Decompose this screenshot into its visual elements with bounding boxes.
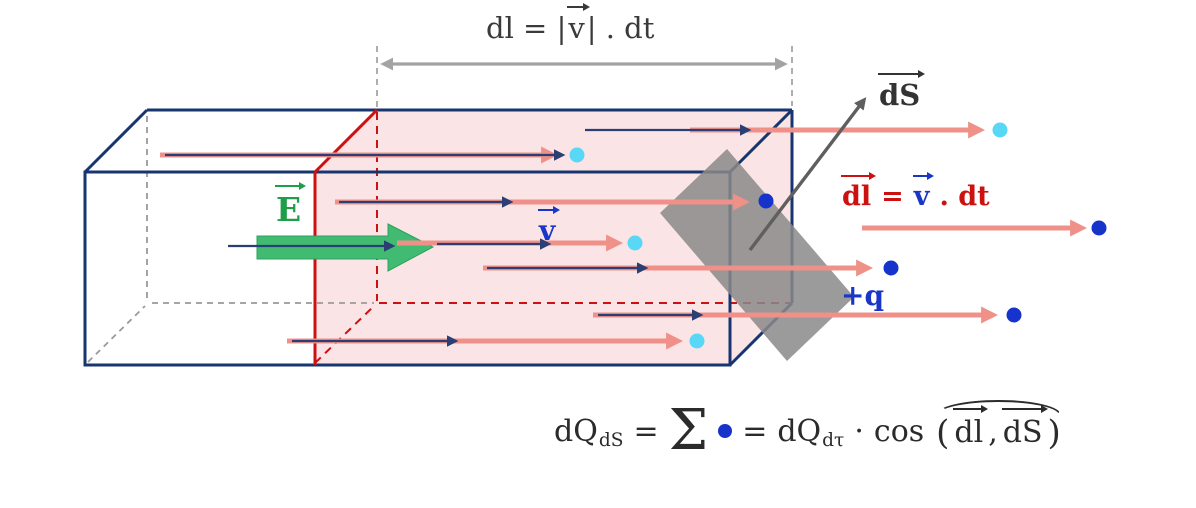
comma: , — [988, 415, 998, 451]
flux-formula: dQdS = Σ = dQdτ · cos ( dl , dS ) — [554, 398, 1063, 463]
box-top-left-edge — [83, 108, 149, 174]
blue-charge-dot — [758, 193, 774, 209]
e-field-label: E — [274, 181, 307, 229]
dq-symbol: dQ — [777, 413, 822, 449]
ds-label: dS — [877, 69, 926, 112]
cyan-charge-dot — [569, 147, 585, 163]
charge-label: +q — [841, 279, 885, 312]
cos-function: cos — [873, 413, 925, 449]
swept-volume-fill — [315, 110, 792, 365]
dl-equation-post: . dt — [939, 181, 990, 212]
dl-dimension-post: | . dt — [586, 11, 655, 45]
cyan-charge-dot — [689, 333, 705, 349]
charge-dots — [569, 122, 1107, 349]
ds-normal-arrow — [748, 97, 867, 252]
dimension-guides — [376, 46, 793, 108]
dl-vector-symbol: dl — [841, 171, 877, 212]
box-top-right-edge — [728, 108, 794, 174]
e-field-arrow — [256, 223, 435, 272]
swept-visible-edges — [313, 108, 379, 365]
equals-sign: = — [881, 181, 904, 212]
dq-symbol: dQ — [554, 413, 598, 449]
cdot-operator: · — [854, 413, 864, 449]
dl-equation-label: dl = v . dt — [840, 171, 990, 212]
cyan-charge-dot — [992, 122, 1008, 138]
swept-hidden-edges — [314, 112, 790, 364]
dq-dtau-term: dQdτ — [777, 413, 845, 452]
equals-sign: = — [742, 413, 768, 449]
v-vector-symbol: v — [538, 205, 561, 247]
ds-vector-symbol: dS — [1001, 404, 1048, 451]
v-vector-symbol: v — [912, 171, 935, 212]
dl-dimension-pre: dl = | — [486, 11, 567, 45]
sigma-symbol: Σ — [668, 398, 709, 463]
charge-arrows-navy — [165, 124, 752, 347]
swept-top-left-edge — [313, 108, 379, 174]
blue-charge-dot — [1006, 307, 1022, 323]
equals-sign: = — [633, 413, 659, 449]
blue-charge-dot — [883, 260, 899, 276]
velocity-label: v — [537, 205, 561, 247]
dq-ds-term: dQdS — [554, 413, 624, 452]
blue-charge-dot — [718, 424, 733, 439]
angle-group: ( dl , dS ) — [934, 400, 1063, 453]
ds-vector-symbol: dS — [878, 69, 926, 112]
hidden-edge-bottom-left — [87, 305, 146, 363]
close-paren: ) — [1047, 412, 1061, 453]
blue-charge-dot — [1091, 220, 1107, 236]
box-hidden-edges — [87, 116, 374, 363]
dl-dimension-label: dl = |v| . dt — [486, 2, 655, 45]
dq-subscript: dτ — [822, 430, 845, 452]
dl-vector-symbol: dl — [953, 404, 989, 451]
e-vector-symbol: E — [275, 181, 307, 229]
v-vector-symbol: v — [567, 2, 591, 45]
open-paren: ( — [936, 412, 950, 453]
dq-subscript: dS — [598, 430, 624, 452]
cyan-charge-dot — [627, 235, 643, 251]
